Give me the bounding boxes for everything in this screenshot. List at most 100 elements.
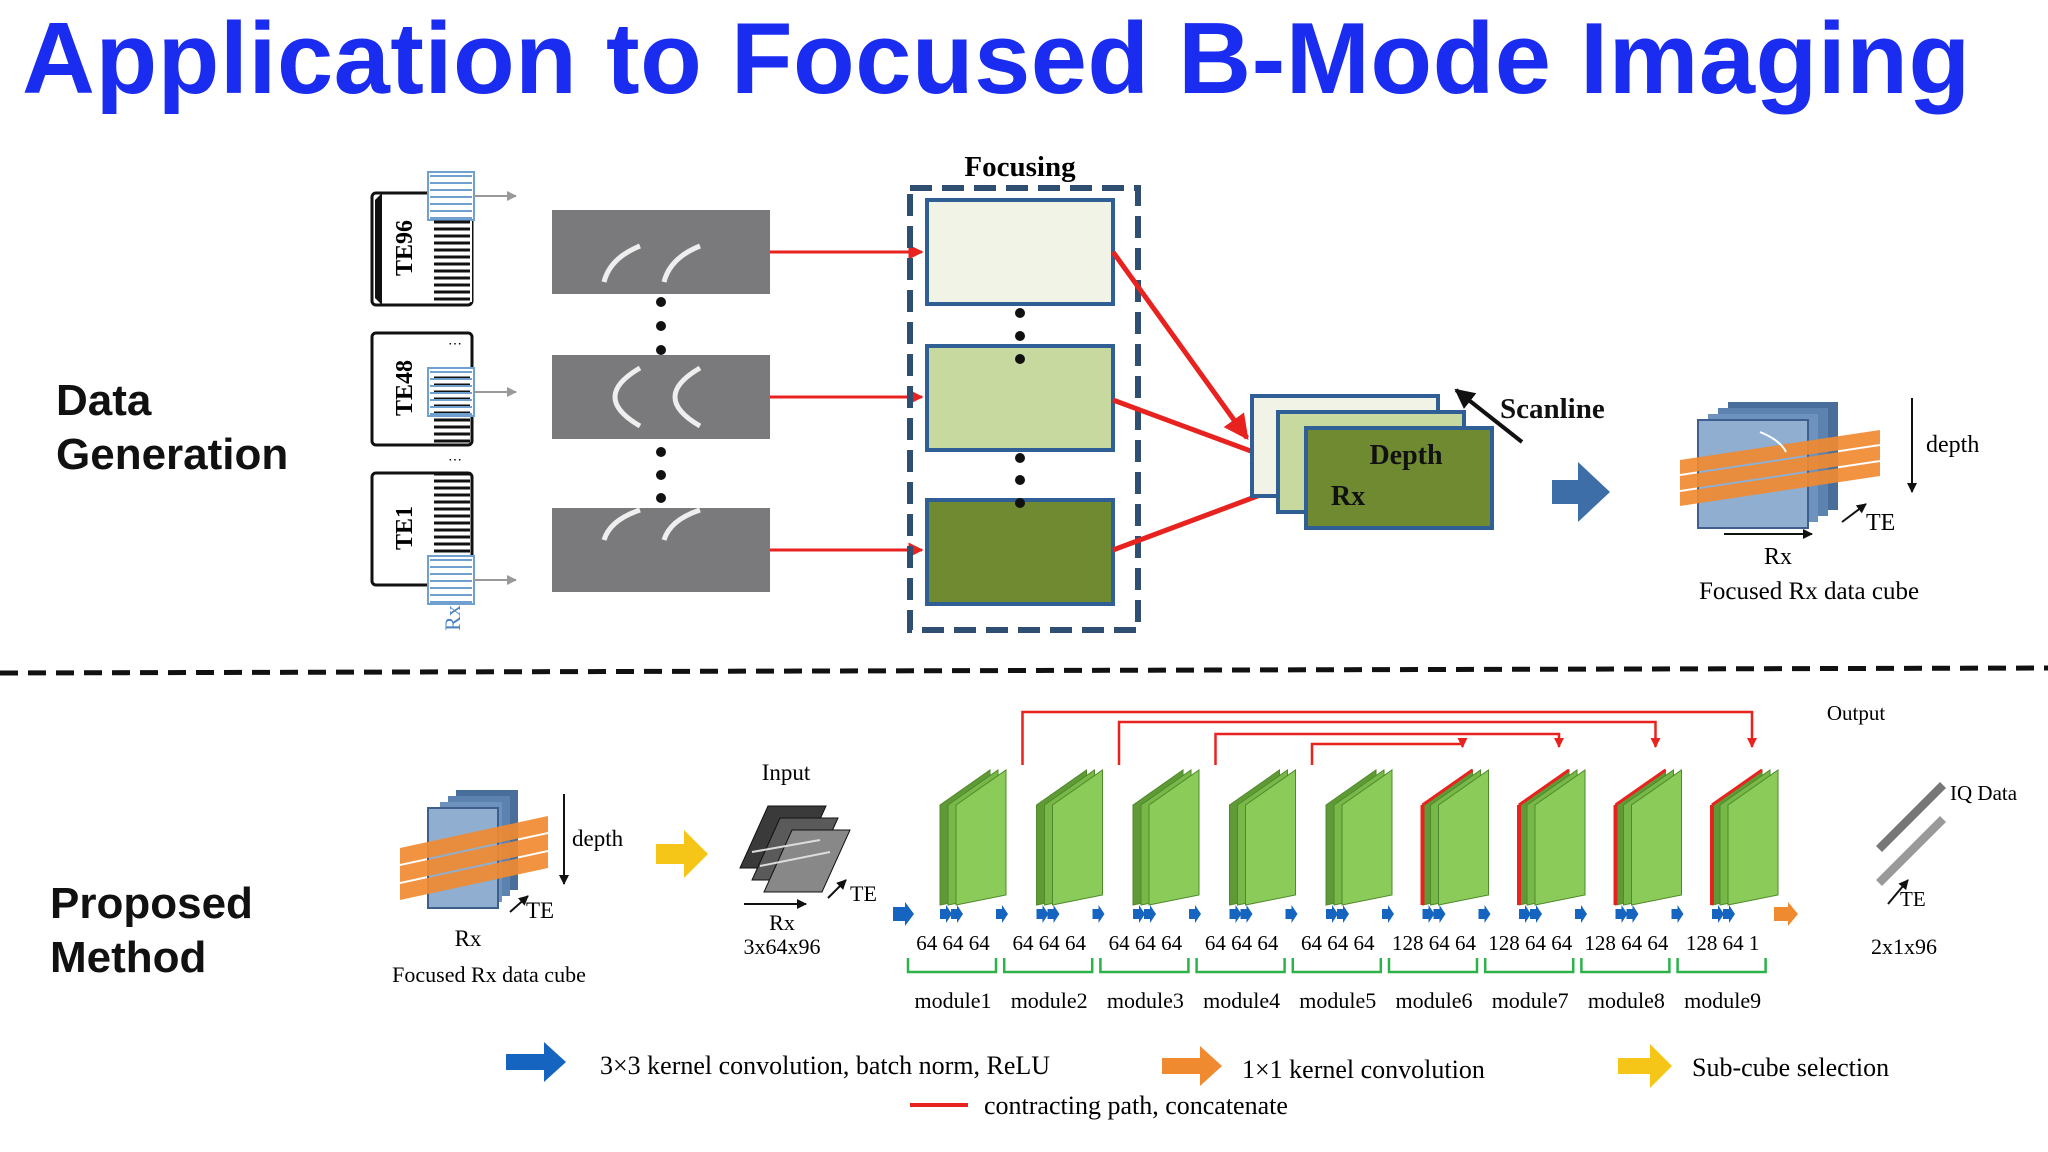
- transducer-group: TE96 TE48 TE1 ⋯ ⋯ Rx: [370, 171, 517, 631]
- module-label: module7: [1492, 988, 1569, 1013]
- conv-arrow-icon: [1519, 905, 1531, 923]
- module-bracket: [1483, 958, 1575, 974]
- rf-image-te96: [552, 210, 770, 294]
- skip-connections: [1021, 710, 1757, 765]
- conv-arrow-icon: [940, 905, 952, 923]
- conv-arrow-icon: [1133, 905, 1145, 923]
- channel-count-label: 128 64 64: [1584, 931, 1669, 955]
- legend-yellow-text: Sub-cube selection: [1692, 1053, 1889, 1082]
- section-label-line1: Proposed: [50, 879, 253, 928]
- data-cube-bottom: depth TE Rx Focused Rx data cube: [392, 790, 624, 987]
- transducer-element-stripes: [430, 175, 472, 603]
- channel-count-label: 64 64 64: [1012, 931, 1086, 955]
- output-dims: 2x1x96: [1871, 934, 1937, 959]
- input-dims: 3x64x96: [744, 934, 821, 959]
- legend: 3×3 kernel convolution, batch norm, ReLU…: [506, 1042, 1889, 1120]
- conv-arrow-icon: [1530, 905, 1542, 923]
- conv-arrow-icon: [996, 905, 1008, 923]
- module-label: module5: [1299, 988, 1376, 1013]
- channel-count-label: 128 64 64: [1392, 931, 1477, 955]
- module-label: module6: [1396, 988, 1473, 1013]
- input-slices: Input TE Rx 3x64x96: [739, 760, 877, 959]
- legend-red-text: contracting path, concatenate: [984, 1091, 1288, 1120]
- section-divider: [0, 665, 2048, 676]
- cube-caption: Focused Rx data cube: [1699, 578, 1919, 605]
- te-label: TE1: [392, 506, 418, 550]
- channel-count-label: 128 64 64: [1488, 931, 1573, 955]
- network-modules: [939, 768, 1779, 906]
- module-label: module3: [1107, 988, 1184, 1013]
- section-label-line2: Method: [50, 933, 207, 982]
- rf-image-te48: [552, 355, 770, 439]
- te-axis-label: TE: [526, 898, 554, 923]
- conv-arrow-icon: [951, 905, 963, 923]
- one-by-one-conv-arrow-icon: [1774, 902, 1798, 926]
- conv-arrow-icon: [1712, 905, 1724, 923]
- module-arrows: [893, 902, 1798, 926]
- focused-frame-1: [925, 198, 1115, 306]
- legend-orange-arrow-icon: [1162, 1046, 1222, 1086]
- skip-connection-line: [1021, 710, 1757, 765]
- te-axis-label: TE: [850, 881, 877, 906]
- rx-axis-label: Rx: [440, 605, 465, 631]
- network-module: [1036, 769, 1103, 906]
- te-axis-label: TE: [1900, 887, 1926, 911]
- conv-arrow-icon: [1433, 905, 1446, 923]
- conv-arrow-icon: [1337, 905, 1349, 923]
- conv-arrow-icon: [1144, 905, 1156, 923]
- network-module: [1710, 768, 1779, 906]
- rf-image-te1: [552, 508, 770, 592]
- iq-data-label: IQ Data: [1950, 781, 2018, 805]
- network-module: [1229, 769, 1296, 906]
- legend-blue-text: 3×3 kernel convolution, batch norm, ReLU: [600, 1051, 1050, 1080]
- rx-axis-label: Rx: [1764, 544, 1792, 570]
- conv-arrow-icon: [1615, 905, 1628, 923]
- conv-arrow-icon: [1047, 905, 1060, 923]
- conv-arrow-icon: [1671, 905, 1684, 923]
- rf-images: [552, 210, 770, 592]
- network-module: [1517, 768, 1586, 906]
- module-bracket: [1387, 958, 1479, 974]
- legend-yellow-arrow-icon: [1618, 1044, 1672, 1088]
- rx-axis-label: Rx: [455, 926, 482, 951]
- conv-arrow-icon: [1478, 905, 1491, 923]
- channel-count-label: 64 64 64: [916, 931, 990, 955]
- network-module: [1132, 769, 1200, 906]
- focusing-stage: Focusing: [907, 151, 1141, 633]
- skip-connection-line: [1310, 738, 1468, 765]
- conv-arrow-icon: [1240, 905, 1253, 923]
- section-data-generation: Data Generation: [56, 374, 288, 482]
- conv-arrow-icon: [893, 902, 914, 926]
- te-label: TE48: [392, 360, 418, 416]
- conv-arrow-icon: [1285, 905, 1298, 923]
- rx-axis-label: Rx: [769, 910, 795, 935]
- page-title: Application to Focused B-Mode Imaging: [22, 3, 1971, 115]
- te-label: TE96: [392, 220, 418, 276]
- network-module: [939, 769, 1007, 906]
- module-label: module8: [1588, 988, 1665, 1013]
- module-bracket: [1195, 958, 1286, 974]
- te-axis-label: TE: [1866, 510, 1895, 536]
- module-bracket: [1676, 958, 1767, 974]
- network-module: [1325, 769, 1393, 906]
- conv-arrow-icon: [1575, 905, 1587, 923]
- data-cube-top: depth TE Rx Focused Rx data cube: [1680, 398, 1979, 605]
- conv-arrow-icon: [1382, 905, 1394, 923]
- conv-arrow-icon: [1422, 905, 1435, 923]
- network-module: [1613, 768, 1682, 906]
- channel-count-label: 64 64 64: [1301, 931, 1375, 955]
- module-label: module2: [1011, 988, 1088, 1013]
- module-label: module9: [1684, 988, 1761, 1013]
- section-proposed-method: Proposed Method: [50, 877, 253, 985]
- output-stage: Output IQ Data TE 2x1x96: [1827, 701, 2018, 959]
- module-bracket: [1580, 958, 1671, 974]
- sub-cube-selection-arrow: [656, 830, 708, 878]
- conv-arrow-icon: [1229, 905, 1242, 923]
- ellipsis-mark: ⋯: [448, 337, 462, 352]
- input-label: Input: [762, 760, 811, 785]
- module-brackets: [906, 958, 1767, 974]
- conv-arrow-icon: [1723, 905, 1735, 923]
- channel-count-label: 64 64 64: [1205, 931, 1279, 955]
